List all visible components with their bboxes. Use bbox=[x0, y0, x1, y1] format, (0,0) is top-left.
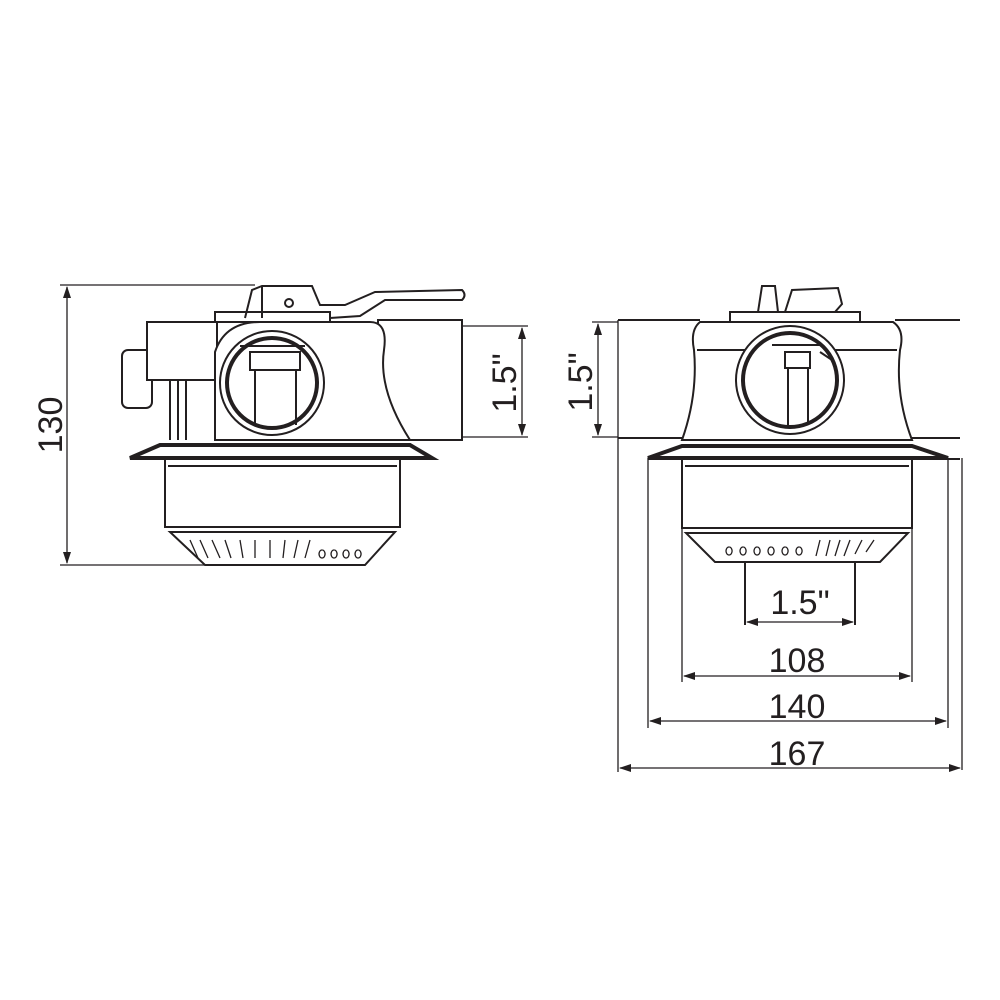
port-ring-inner bbox=[225, 336, 319, 430]
strainer-holes bbox=[725, 539, 875, 557]
side-port-label: 1.5" bbox=[486, 353, 524, 412]
bowl-width-label: 108 bbox=[769, 642, 826, 680]
internal-spool bbox=[772, 344, 833, 425]
bowl bbox=[164, 460, 401, 528]
port-ring-outer bbox=[219, 330, 325, 436]
strainer bbox=[683, 532, 911, 563]
bowl bbox=[681, 460, 913, 529]
strainer-holes bbox=[318, 549, 362, 559]
extension-lines bbox=[647, 458, 963, 770]
bottom-port-label: 1.5" bbox=[770, 584, 829, 622]
left-housing bbox=[146, 321, 218, 381]
outlet-extension bbox=[744, 562, 856, 625]
strainer-slots bbox=[189, 539, 311, 559]
lever-handle bbox=[244, 285, 466, 319]
support-post bbox=[169, 380, 187, 440]
side-view: 130 1.5" bbox=[32, 284, 528, 566]
flange-width-label: 140 bbox=[769, 688, 826, 726]
internal-spool bbox=[240, 345, 305, 425]
port-ring-inner bbox=[741, 331, 839, 429]
top-cap bbox=[729, 285, 861, 322]
front-port-label: 1.5" bbox=[562, 352, 600, 411]
screw-icon bbox=[284, 298, 294, 308]
port-ring-outer bbox=[735, 325, 845, 435]
height-label: 130 bbox=[32, 397, 70, 454]
flange bbox=[129, 443, 440, 460]
front-view: 1.5" 1.5" 108 140 167 bbox=[562, 285, 963, 773]
flange bbox=[647, 444, 949, 460]
top-cap bbox=[214, 311, 331, 323]
strainer bbox=[167, 531, 398, 566]
overall-width-label: 167 bbox=[769, 735, 826, 773]
